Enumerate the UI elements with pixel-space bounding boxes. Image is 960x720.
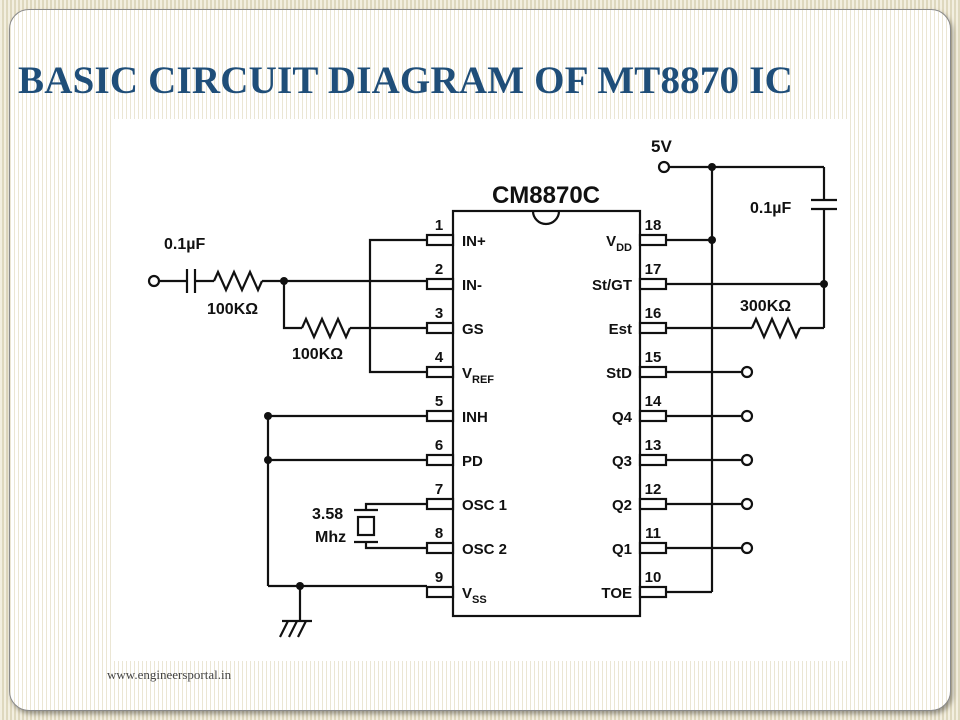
pin-number: 17 [645,261,662,278]
pin-label-st-gt: St/GT [592,277,632,294]
input-network [147,238,427,374]
circuit-svg: CM8870C [147,137,837,638]
supply-network [657,160,837,594]
output-terminal-q1 [740,541,754,555]
slide-title: BASIC CIRCUIT DIAGRAM OF MT8870 IC [18,59,793,102]
pin-number: 6 [435,437,443,454]
pin-number: 7 [435,481,443,498]
slide: BASIC CIRCUIT DIAGRAM OF MT8870 IC CM887… [9,9,951,711]
pin-label-est: Est [609,321,632,338]
pin-number: 5 [435,393,443,410]
pin-number: 9 [435,569,443,586]
pin-number: 15 [645,349,662,366]
pin-number: 4 [435,349,444,366]
feedback-res-label: 100KΩ [292,346,343,363]
output-terminal-q3 [740,453,754,467]
pin-label-osc1: OSC 1 [462,497,507,514]
circuit-diagram: CM8870C [112,119,849,661]
pin-label-inh: INH [462,409,488,426]
supply-label: 5V [651,137,672,156]
pin-number: 13 [645,437,662,454]
pin-label-in-plus: IN+ [462,233,486,250]
pin-number: 2 [435,261,443,278]
pin-label-toe: TOE [601,585,632,602]
pin-label-q2: Q2 [612,497,632,514]
st-cap-label: 0.1µF [750,200,791,217]
ic-notch [531,210,561,226]
pin-number: 3 [435,305,443,322]
right-pin-stubs [638,233,668,599]
chip-name: CM8870C [492,182,600,209]
pin-label-vref: VREF [462,365,494,386]
output-terminal-std [740,365,754,379]
pin-label-vdd: VDD [606,233,632,254]
crystal-oscillator [354,502,427,550]
crystal-label-unit: Mhz [315,529,346,546]
pin-label-q1: Q1 [612,541,632,558]
pin-number: 1 [435,217,443,234]
pin-label-pd: PD [462,453,483,470]
pin-number: 10 [645,569,662,586]
pin-label-gs: GS [462,321,484,338]
pin-number: 18 [645,217,662,234]
crystal-label-freq: 3.58 [312,506,343,523]
output-terminal-q4 [740,409,754,423]
pin-number: 8 [435,525,443,542]
input-res-label: 100KΩ [207,301,258,318]
output-terminal-q2 [740,497,754,511]
pin-number: 12 [645,481,662,498]
pin-number: 16 [645,305,662,322]
left-pin-stubs [425,233,455,599]
ground-bus [264,412,427,638]
pin-label-q3: Q3 [612,453,632,470]
pin-number: 14 [645,393,662,410]
pin-label-q4: Q4 [612,409,633,426]
st-res-label: 300KΩ [740,298,791,315]
output-terminals [666,365,754,555]
pin-label-std: StD [606,365,632,382]
ic-body [451,209,642,618]
supply-terminal [657,160,671,174]
pin-label-in-minus: IN- [462,277,482,294]
footer-url: www.engineersportal.in [107,667,232,682]
pin-number: 11 [645,525,661,542]
input-cap-label: 0.1µF [164,236,205,253]
input-terminal [147,274,161,288]
pin-label-vss: VSS [462,585,487,606]
pin-label-osc2: OSC 2 [462,541,507,558]
